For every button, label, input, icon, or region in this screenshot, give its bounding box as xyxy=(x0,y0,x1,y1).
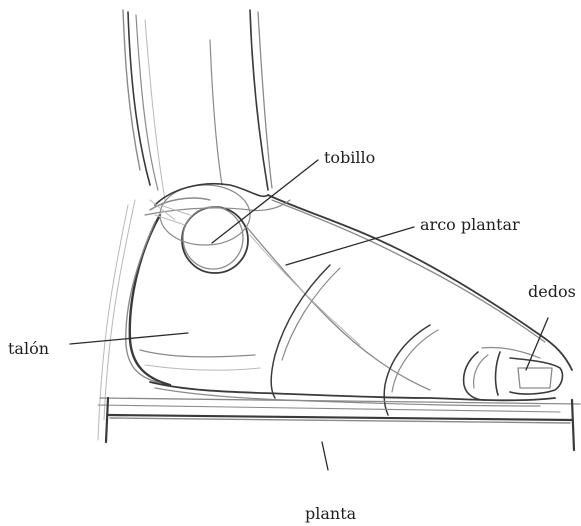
label-talon: talón xyxy=(8,341,49,357)
label-dedos: dedos xyxy=(528,284,576,300)
toes-outline xyxy=(464,347,563,400)
heel-outline xyxy=(98,200,260,440)
instep-outline xyxy=(245,195,572,390)
label-tobillo: tobillo xyxy=(324,150,375,166)
leader-line-planta xyxy=(322,442,328,470)
leader-line-arco-plantar xyxy=(286,227,414,265)
label-planta: planta xyxy=(305,506,356,522)
label-arco-plantar: arco plantar xyxy=(420,217,520,233)
ankle-bone xyxy=(145,184,290,273)
leg-outline xyxy=(123,10,272,200)
